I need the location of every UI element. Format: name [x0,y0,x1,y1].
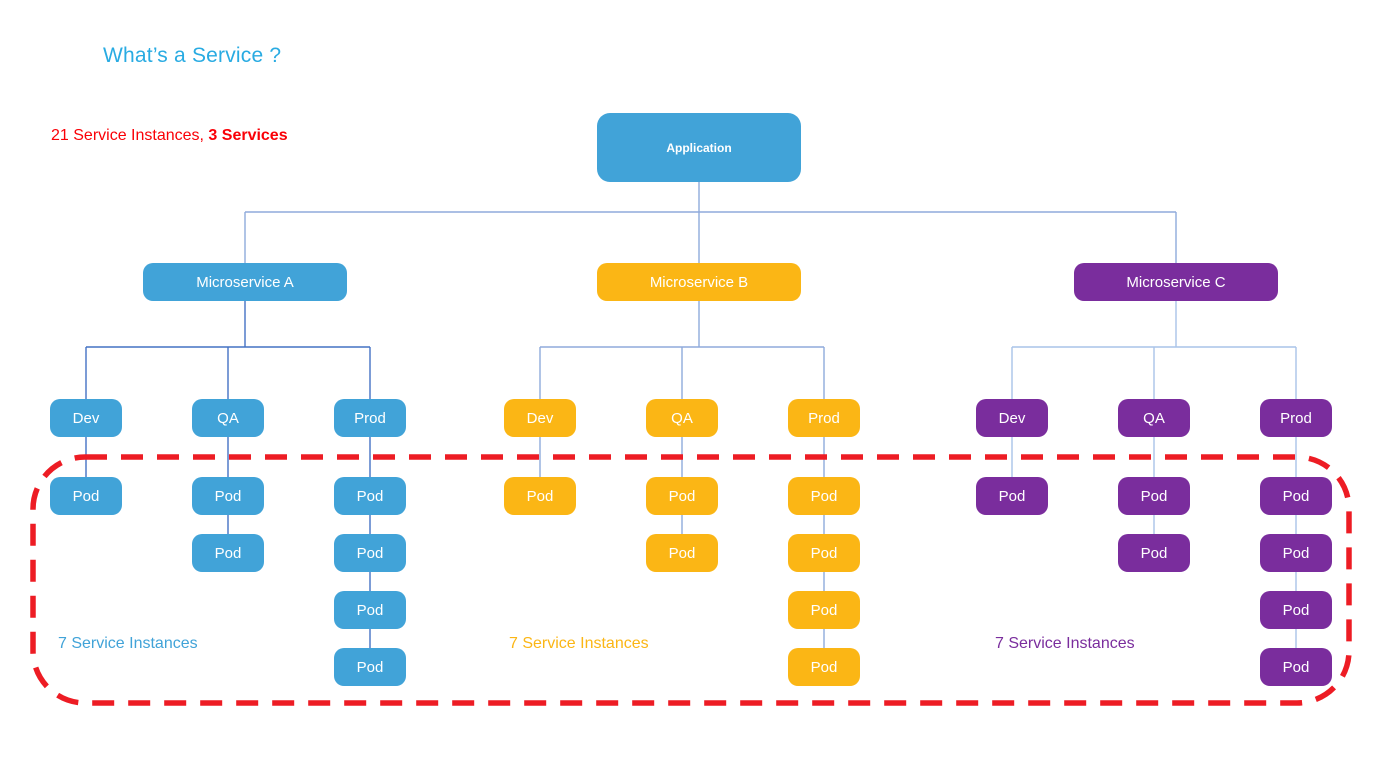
pod-node-c-prod-2: Pod [1260,534,1332,572]
pod-node-b-qa-1: Pod [646,477,718,515]
pod-node-c-prod-3: Pod [1260,591,1332,629]
pod-node-b-prod-4: Pod [788,648,860,686]
service-c-instances-label: 7 Service Instances [995,635,1135,652]
pod-node-c-qa-1: Pod [1118,477,1190,515]
node-b-qa: QA [646,399,718,437]
node-microservice-a: Microservice A [143,263,347,301]
node-b-prod: Prod [788,399,860,437]
node-b-dev: Dev [504,399,576,437]
pod-node-c-prod-4: Pod [1260,648,1332,686]
node-c-prod: Prod [1260,399,1332,437]
pod-node-c-qa-2: Pod [1118,534,1190,572]
pod-node-b-prod-3: Pod [788,591,860,629]
pod-node-a-qa-2: Pod [192,534,264,572]
node-microservice-c: Microservice C [1074,263,1278,301]
pod-node-c-prod-1: Pod [1260,477,1332,515]
node-c-qa: QA [1118,399,1190,437]
instance-summary-text: 21 Service Instances, [51,127,209,144]
service-b-instances-label: 7 Service Instances [509,635,649,652]
node-application: Application [597,113,801,182]
node-a-qa: QA [192,399,264,437]
pod-node-a-prod-4: Pod [334,648,406,686]
pod-node-c-dev-1: Pod [976,477,1048,515]
service-a-instances-label: 7 Service Instances [58,635,198,652]
pod-node-b-dev-1: Pod [504,477,576,515]
pod-node-a-prod-3: Pod [334,591,406,629]
instance-summary: 21 Service Instances, 3 Services [51,127,288,145]
pod-node-a-dev-1: Pod [50,477,122,515]
pod-node-b-qa-2: Pod [646,534,718,572]
node-a-dev: Dev [50,399,122,437]
pod-node-b-prod-2: Pod [788,534,860,572]
node-a-prod: Prod [334,399,406,437]
pod-node-a-prod-2: Pod [334,534,406,572]
node-microservice-b: Microservice B [597,263,801,301]
node-c-dev: Dev [976,399,1048,437]
pod-node-a-prod-1: Pod [334,477,406,515]
instance-summary-bold: 3 Services [208,127,288,144]
page-title: What’s a Service ? [103,44,282,67]
pod-node-b-prod-1: Pod [788,477,860,515]
pod-node-a-qa-1: Pod [192,477,264,515]
